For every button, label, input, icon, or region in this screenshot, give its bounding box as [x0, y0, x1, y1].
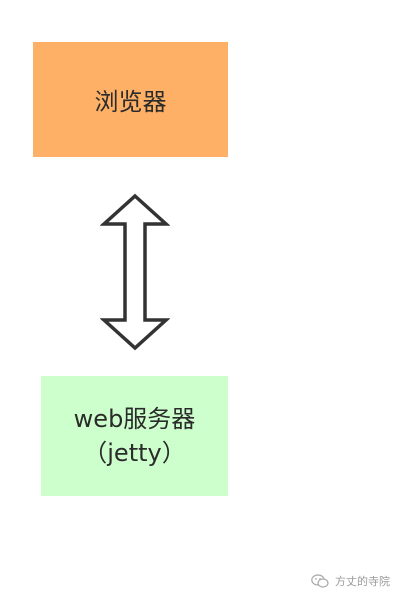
watermark: 方丈的寺院: [311, 573, 390, 589]
wechat-icon: [311, 574, 329, 588]
web-server-node: web服务器 （jetty）: [41, 376, 228, 496]
browser-node: 浏览器: [33, 42, 228, 157]
watermark-text: 方丈的寺院: [335, 575, 390, 588]
jetty-label: （jetty）: [83, 439, 186, 467]
web-server-label: web服务器: [73, 405, 196, 433]
double-headed-arrow: [100, 193, 170, 351]
browser-label: 浏览器: [94, 88, 167, 116]
